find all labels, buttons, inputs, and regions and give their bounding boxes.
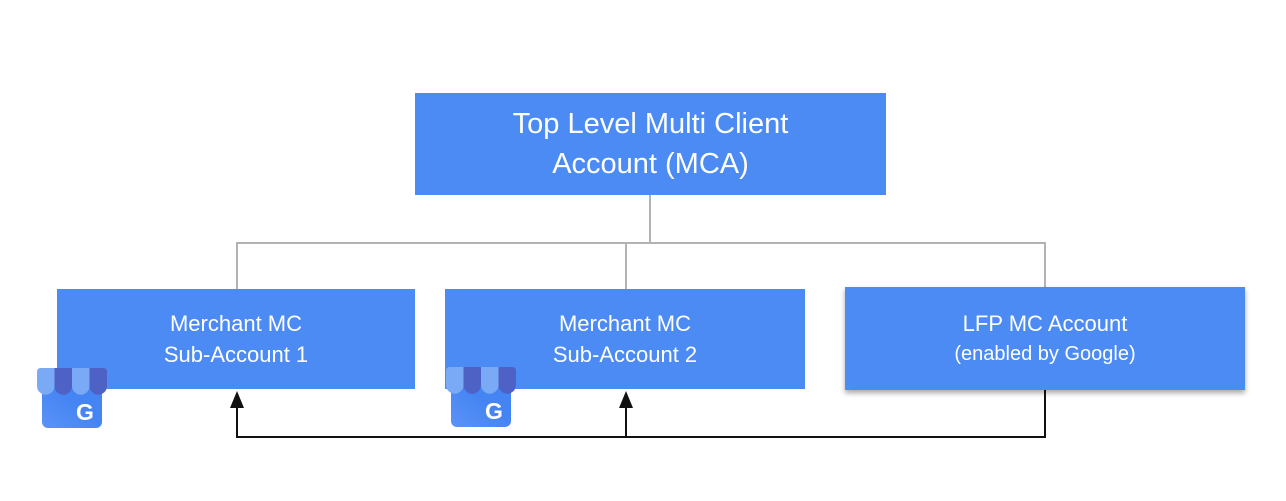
arrow-stem-to-subaccount1	[236, 403, 238, 438]
connector-drop-lfp	[1044, 242, 1046, 287]
node-label-line1: Top Level Multi Client	[512, 108, 789, 140]
google-business-storefront-icon: G	[446, 367, 516, 427]
arrowhead-up-subaccount1-icon	[230, 391, 244, 408]
connector-root-stem	[649, 195, 651, 243]
connector-drop-subaccount1	[236, 242, 238, 289]
node-label-line2: (enabled by Google)	[954, 342, 1136, 365]
node-label-line2: Account (MCA)	[552, 148, 749, 180]
node-label-line1: Merchant MC	[169, 311, 303, 336]
arrowhead-up-subaccount2-icon	[619, 391, 633, 408]
node-label-line2: Sub-Account 1	[163, 342, 309, 367]
arrow-stem-from-lfp	[1044, 390, 1046, 438]
node-label-line1: LFP MC Account	[962, 310, 1128, 336]
node-lfp-mc-account: LFP MC Account (enabled by Google)	[845, 287, 1245, 390]
node-label-line2: Sub-Account 2	[552, 342, 698, 367]
connector-horizontal-rail	[236, 242, 1046, 244]
node-label-line1: Merchant MC	[558, 311, 692, 336]
connector-drop-subaccount2	[625, 242, 627, 289]
google-business-storefront-icon: G	[37, 368, 107, 428]
node-top-level-mca: Top Level Multi Client Account (MCA)	[415, 93, 886, 195]
node-merchant-sub-account-1: Merchant MC Sub-Account 1	[57, 289, 415, 389]
icon-g-letter: G	[76, 399, 94, 425]
arrow-horizontal-rail	[236, 436, 1046, 438]
icon-g-letter: G	[485, 398, 503, 424]
arrow-stem-to-subaccount2	[625, 403, 627, 438]
